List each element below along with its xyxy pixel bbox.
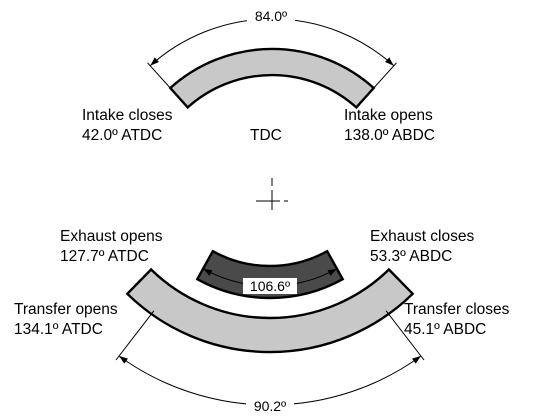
intake-duration-label: 84.0º [255, 8, 287, 24]
transfer-extension-line-right [115, 310, 155, 361]
transfer-extension-line-left [385, 310, 425, 361]
tdc-label: TDC [250, 127, 282, 144]
transfer-closes-value: 45.1º ABDC [404, 321, 486, 338]
intake-closes-value: 42.0º ATDC [82, 127, 162, 144]
intake-extension-line-right [372, 62, 397, 90]
exhaust-opens-title: Exhaust opens [60, 228, 163, 245]
exhaust-duration-label: 106.6º [250, 278, 290, 294]
intake-band [168, 47, 376, 110]
transfer-opens-value: 134.1º ATDC [14, 321, 103, 338]
intake-extension-line-left [147, 62, 172, 90]
intake-closes-title: Intake closes [82, 107, 173, 124]
exhaust-closes-value: 53.3º ABDC [370, 248, 452, 265]
intake-opens-value: 138.0º ABDC [344, 127, 435, 144]
transfer-opens-title: Transfer opens [14, 301, 118, 318]
intake-opens-title: Intake opens [344, 107, 433, 124]
transfer-duration-label: 90.2º [254, 398, 286, 414]
exhaust-closes-title: Exhaust closes [370, 228, 474, 245]
transfer-band [125, 267, 415, 354]
transfer-closes-title: Transfer closes [404, 301, 510, 318]
exhaust-opens-value: 127.7º ATDC [60, 248, 149, 265]
